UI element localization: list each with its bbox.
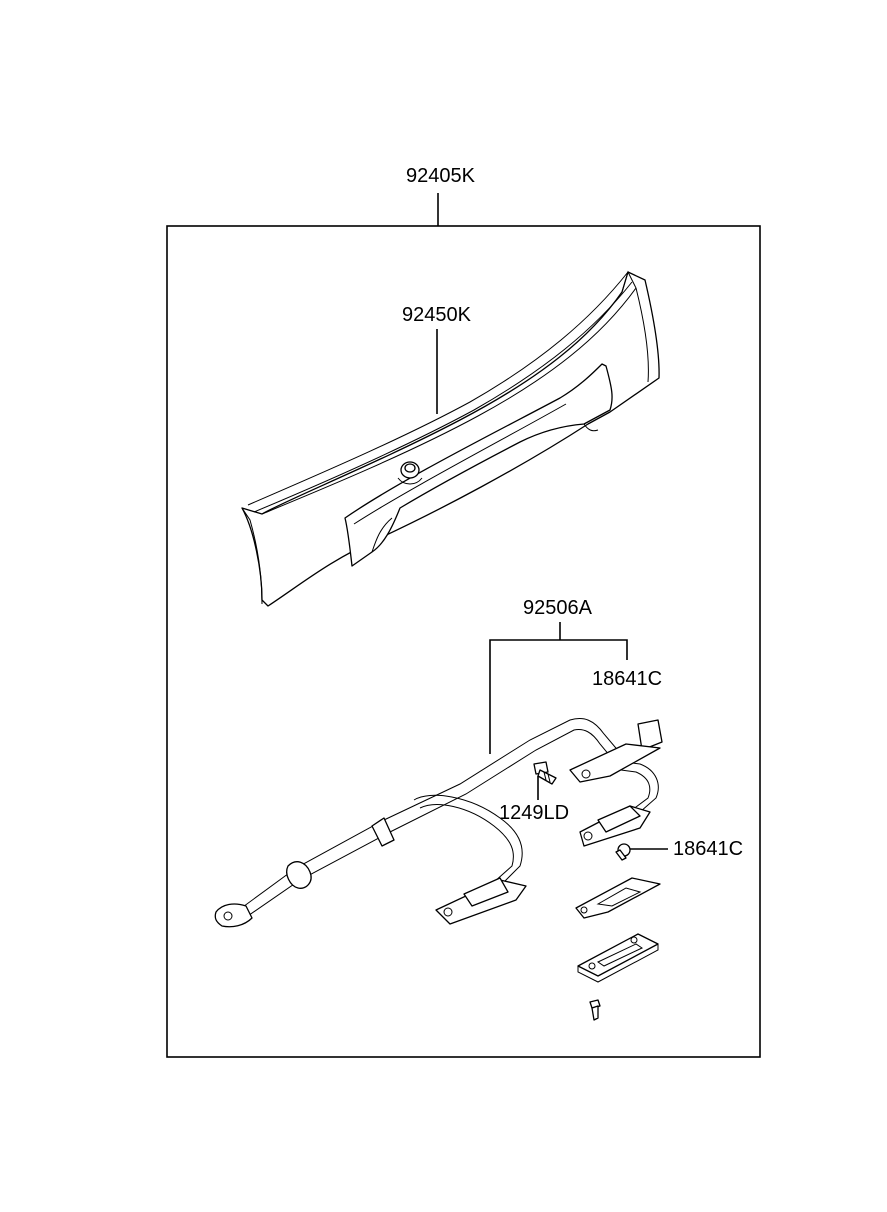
lamp-housing: [241, 270, 660, 607]
label-screw: 1249LD: [499, 802, 569, 824]
lens-plate: [575, 877, 661, 919]
label-lamp-housing: 92450K: [402, 304, 472, 326]
label-bulb-b: 18641C: [673, 838, 743, 860]
leader-wiring-harness: [489, 639, 628, 754]
label-bulb-a: 18641C: [592, 668, 662, 690]
assembly-frame: [166, 225, 761, 1058]
screw: [533, 761, 557, 785]
cover-plate: [577, 933, 659, 983]
wiring-harness: [214, 718, 663, 928]
small-screw: [589, 999, 601, 1021]
label-assembly: 92405K: [406, 165, 476, 187]
label-wiring-harness: 92506A: [523, 597, 593, 619]
bulb: [615, 843, 631, 861]
